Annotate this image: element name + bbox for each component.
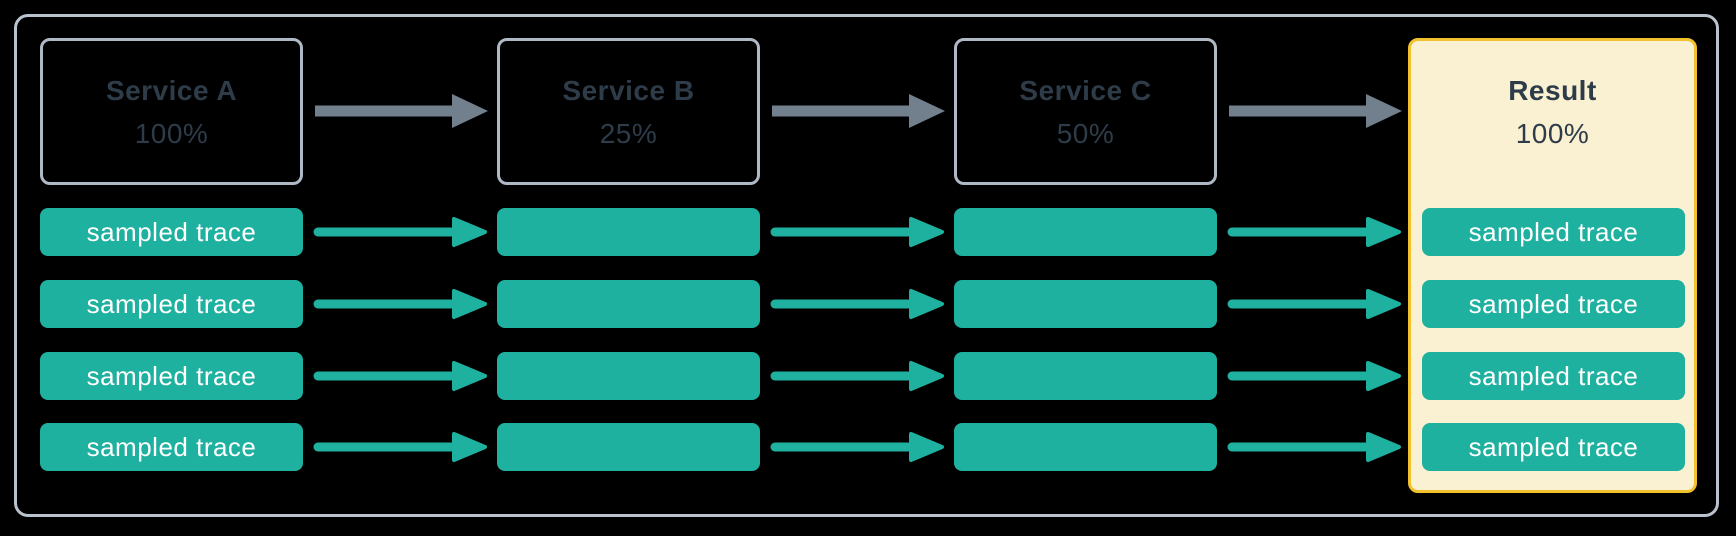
service-b-label: Service B [562,74,695,106]
trace-arrow-icon [770,217,944,247]
trace-arrow-icon [1227,432,1401,462]
trace-arrow-icon [313,361,487,391]
trace-box [954,280,1217,328]
service-a-rate: 100% [134,117,209,149]
result-title: Result 100% [1411,41,1694,182]
trace-box: sampled trace [40,423,303,471]
trace-box: sampled trace [1422,352,1685,400]
trace-arrow-icon [313,432,487,462]
trace-box [954,208,1217,256]
trace-box: sampled trace [1422,423,1685,471]
trace-label: sampled trace [1468,288,1639,319]
trace-label: sampled trace [86,216,257,247]
service-b-node: Service B 25% [497,38,760,185]
trace-label: sampled trace [1468,360,1639,391]
service-c-node: Service C 50% [954,38,1217,185]
trace-box [497,352,760,400]
result-rate: 100% [1515,117,1590,149]
result-panel: Result 100% [1408,38,1697,493]
trace-label: sampled trace [1468,431,1639,462]
trace-arrow-icon [313,289,487,319]
trace-arrow-icon [1227,361,1401,391]
flow-arrow-icon [315,94,488,128]
service-c-label: Service C [1019,74,1152,106]
flow-arrow-icon [1229,94,1402,128]
trace-arrow-icon [1227,217,1401,247]
trace-arrow-icon [770,432,944,462]
trace-box [497,423,760,471]
result-label: Result [1508,74,1597,106]
trace-box: sampled trace [40,352,303,400]
service-a-node: Service A 100% [40,38,303,185]
trace-box: sampled trace [40,280,303,328]
trace-box [954,423,1217,471]
diagram-frame [14,14,1719,517]
trace-box [497,280,760,328]
service-b-rate: 25% [599,117,658,149]
trace-label: sampled trace [1468,216,1639,247]
flow-arrow-icon [772,94,945,128]
trace-box [497,208,760,256]
trace-arrow-icon [770,289,944,319]
trace-box [954,352,1217,400]
trace-label: sampled trace [86,360,257,391]
trace-arrow-icon [1227,289,1401,319]
trace-box: sampled trace [1422,208,1685,256]
trace-label: sampled trace [86,288,257,319]
service-a-label: Service A [105,74,238,106]
trace-box: sampled trace [40,208,303,256]
service-c-rate: 50% [1056,117,1115,149]
trace-arrow-icon [770,361,944,391]
trace-box: sampled trace [1422,280,1685,328]
trace-label: sampled trace [86,431,257,462]
trace-arrow-icon [313,217,487,247]
